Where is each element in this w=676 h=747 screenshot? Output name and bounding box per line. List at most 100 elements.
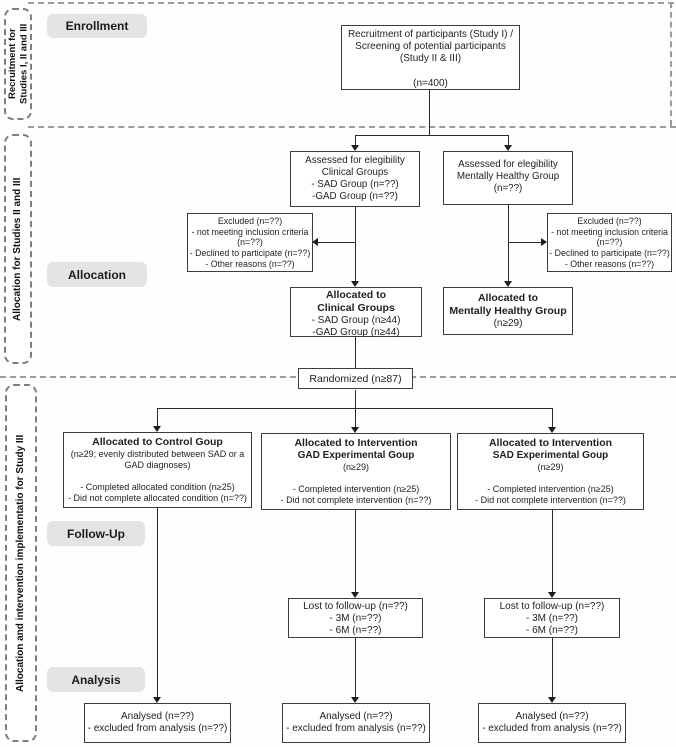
sidebar-recruitment-label: Recruitment for Studies I, II and III bbox=[6, 23, 29, 105]
connector-line bbox=[355, 135, 509, 137]
box-line: (n=400) bbox=[413, 77, 448, 89]
box-line bbox=[342, 66, 519, 78]
box-line: - excluded from analysis (n=??) bbox=[87, 723, 228, 735]
connector-line bbox=[355, 390, 357, 408]
box-line bbox=[458, 473, 643, 484]
box-line: - Other reasons (n=??) bbox=[205, 258, 295, 269]
arrowhead-left bbox=[312, 238, 318, 246]
box-line: (n≥29) bbox=[343, 461, 369, 472]
phase-label-allocation: Allocation bbox=[47, 262, 147, 287]
arrowhead-down bbox=[504, 281, 512, 287]
box-line: (n≥29) bbox=[493, 317, 523, 329]
box-line: GAD Experimental Goup bbox=[297, 449, 415, 461]
assessed-clinical-box: Assessed for elegibility Clinical Groups… bbox=[290, 151, 420, 207]
box-line: (n≥29) bbox=[537, 461, 564, 472]
box-line: - 6M (n=??) bbox=[329, 625, 382, 637]
sidebar-recruitment-studies: Recruitment for Studies I, II and III bbox=[4, 8, 32, 120]
connector-line bbox=[157, 408, 159, 426]
arrowhead-down bbox=[351, 281, 359, 287]
connector-line bbox=[355, 337, 357, 368]
box-line: - Did not complete intervention (n=??) bbox=[280, 494, 432, 505]
box-line bbox=[262, 473, 450, 484]
arrowhead-down bbox=[351, 592, 359, 598]
arrowhead-down bbox=[153, 426, 161, 432]
box-line: Mentally Healthy Group bbox=[449, 304, 567, 317]
box-line: - excluded from analysis (n=??) bbox=[286, 723, 426, 735]
box-line: Allocated to Control Goup bbox=[92, 436, 223, 448]
connector-line bbox=[355, 408, 357, 427]
gad-experimental-box: Allocated to Intervention GAD Experiment… bbox=[261, 433, 451, 510]
box-line: Allocated to bbox=[325, 289, 387, 301]
box-line: Allocated to Intervention bbox=[488, 437, 613, 449]
box-line: Lost to follow-up (n=??) bbox=[499, 601, 605, 612]
phase-label-followup: Follow-Up bbox=[47, 521, 145, 546]
analysed-control-box: Analysed (n=??) - excluded from analysis… bbox=[84, 703, 231, 743]
phase-label-analysis: Analysis bbox=[47, 667, 145, 692]
box-line: - not meeting inclusion criteria bbox=[191, 226, 309, 237]
box-line: - Did not complete allocated condition (… bbox=[68, 492, 247, 503]
box-line: Mentally Healthy Group bbox=[456, 170, 560, 182]
assessed-healthy-box: Assessed for elegibility Mentally Health… bbox=[443, 151, 573, 205]
box-line: - SAD Group (n=??) bbox=[311, 178, 399, 190]
arrowhead-down bbox=[548, 427, 556, 433]
box-line: GAD diagnoses) bbox=[124, 459, 191, 470]
sidebar-allocation-studies: Allocation for Studies II and III bbox=[4, 134, 32, 364]
excluded-left-box: Excluded (n=??) - not meeting inclusion … bbox=[187, 213, 313, 272]
arrowhead-down bbox=[351, 145, 359, 151]
phase-label-enrollment: Enrollment bbox=[47, 14, 147, 38]
box-line: Assessed for elegibility bbox=[305, 155, 405, 166]
box-line: -GAD Group (n=??) bbox=[312, 190, 398, 202]
sad-experimental-box: Allocated to Intervention SAD Experiment… bbox=[457, 433, 644, 510]
analysed-sad-box: Analysed (n=??) - excluded from analysis… bbox=[478, 703, 626, 743]
box-line: Clinical Groups bbox=[321, 166, 389, 178]
box-line: SAD Experimental Goup bbox=[492, 449, 609, 461]
connector-line bbox=[552, 638, 554, 697]
arrowhead-down bbox=[548, 697, 556, 703]
box-line: (n≥29; evenly distributed between SAD or… bbox=[70, 448, 245, 459]
box-line: -GAD Group (n≥44) bbox=[312, 326, 400, 338]
arrowhead-right bbox=[541, 238, 547, 246]
arrowhead-down bbox=[548, 592, 556, 598]
connector-line bbox=[355, 207, 357, 281]
sidebar-study3-label: Allocation and intervention implementati… bbox=[15, 434, 26, 692]
box-line: Analysed (n=??) bbox=[120, 711, 195, 722]
box-line bbox=[64, 471, 251, 482]
connector-line bbox=[508, 135, 510, 145]
box-line: - SAD Group (n≥44) bbox=[311, 314, 401, 326]
box-line: - Completed allocated condition (n≥25) bbox=[80, 481, 235, 492]
section-divider-enrollment bbox=[28, 126, 676, 128]
box-line: - Declined to participate (n=??) bbox=[189, 248, 311, 259]
box-line: (Study II & III) bbox=[399, 53, 462, 65]
section-divider-right bbox=[670, 2, 672, 126]
connector-line bbox=[552, 408, 554, 427]
box-line: - 6M (n=??) bbox=[526, 625, 578, 637]
box-line: Screening of potential participants bbox=[355, 41, 506, 53]
box-line: - not meeting inclusion criteria bbox=[551, 226, 668, 237]
box-line: - Other reasons (n=??) bbox=[564, 258, 655, 269]
sidebar-study3: Allocation and intervention implementati… bbox=[5, 384, 37, 742]
arrowhead-down bbox=[153, 697, 161, 703]
box-line: (n=??) bbox=[237, 237, 263, 248]
section-divider-top bbox=[28, 2, 674, 4]
allocated-clinical-box: Allocated to Clinical Groups - SAD Group… bbox=[290, 287, 422, 338]
box-line: - Completed intervention (n≥25) bbox=[487, 483, 614, 494]
box-line: (n=??) bbox=[596, 237, 623, 248]
box-line: - Did not complete intervention (n=??) bbox=[475, 494, 626, 505]
recruitment-box: Recruitment of participants (Study I) / … bbox=[341, 25, 520, 90]
box-line: Lost to follow-up (n=??) bbox=[303, 601, 408, 612]
control-group-box: Allocated to Control Goup (n≥29; evenly … bbox=[63, 432, 252, 508]
arrowhead-down bbox=[351, 697, 359, 703]
sidebar-allocation-label: Allocation for Studies II and III bbox=[12, 177, 23, 321]
connector-line bbox=[355, 510, 357, 592]
box-line: - 3M (n=??) bbox=[329, 613, 382, 625]
arrowhead-down bbox=[504, 145, 512, 151]
box-line: Analysed (n=??) bbox=[515, 711, 589, 722]
connector-line bbox=[429, 90, 431, 136]
box-line: (n=??) bbox=[493, 182, 523, 194]
connector-line bbox=[355, 135, 357, 145]
lost-followup-sad-box: Lost to follow-up (n=??) - 3M (n=??) - 6… bbox=[484, 598, 620, 638]
analysed-gad-box: Analysed (n=??) - excluded from analysis… bbox=[282, 703, 430, 743]
box-line: Allocated to Intervention bbox=[294, 437, 418, 449]
box-line: - excluded from analysis (n=??) bbox=[482, 723, 622, 735]
